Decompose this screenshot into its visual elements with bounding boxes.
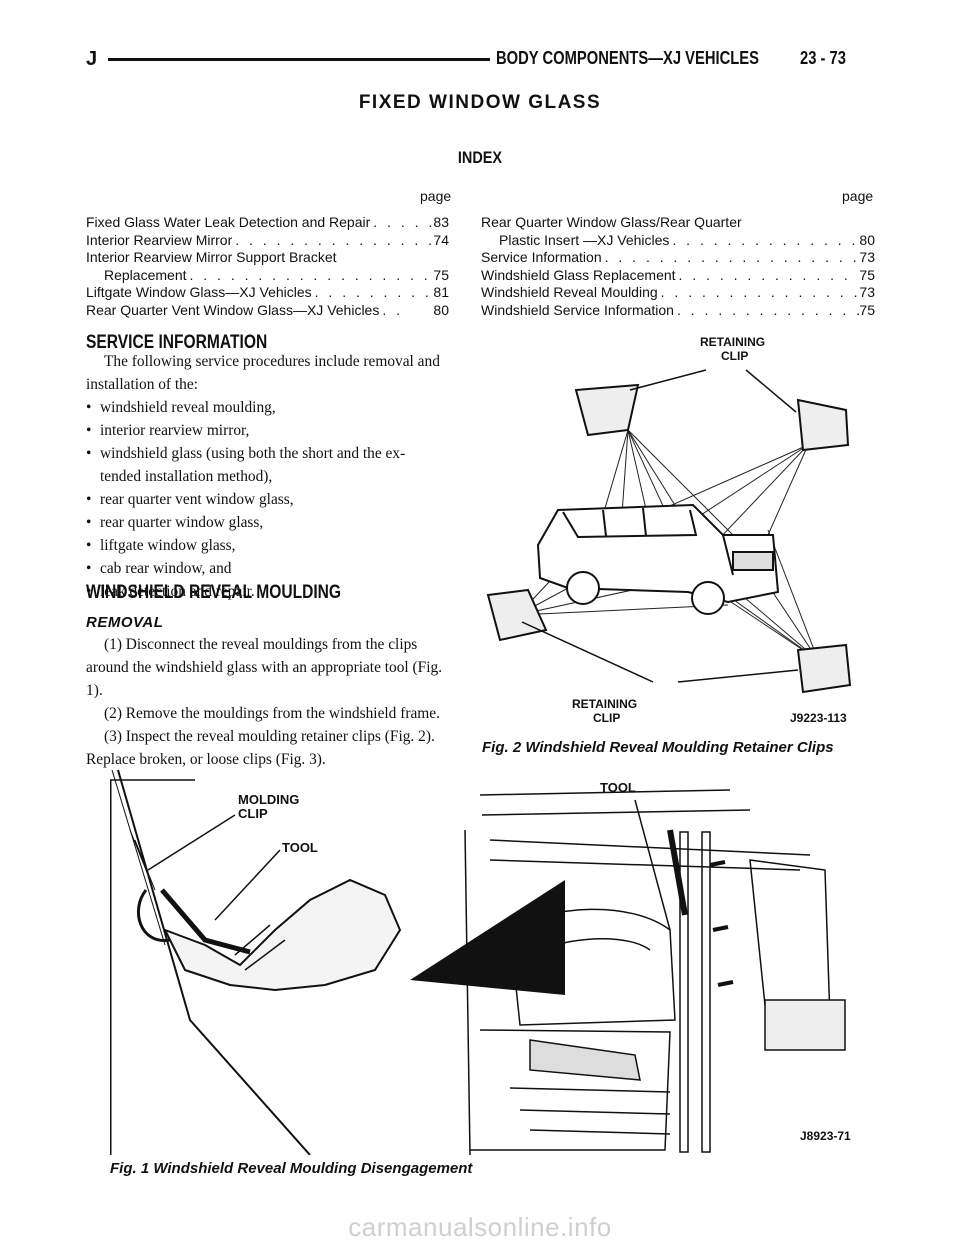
index-entry[interactable]: Service Information. . . . . . . . . . .… [481, 249, 875, 265]
bullet-item: cab rear window, and [86, 557, 450, 580]
index-entry[interactable]: Rear Quarter Vent Window Glass—XJ Vehicl… [86, 301, 449, 318]
index-right-column: Rear Quarter Window Glass/Rear Quarter P… [481, 214, 875, 319]
service-info-heading: SERVICE INFORMATION [86, 332, 268, 353]
watermark: carmanualsonline.info [348, 1212, 612, 1242]
fig1-code: J8923-71 [800, 1129, 851, 1143]
fig1-caption: Fig. 1 Windshield Reveal Moulding Diseng… [110, 1160, 473, 1177]
fig1-illustration: MOLDING CLIP TOOL TOOL J8923-71 [110, 770, 880, 1155]
fig2-caption: Fig. 2 Windshield Reveal Moulding Retain… [482, 739, 834, 756]
header-rule [108, 58, 490, 61]
fig1-label-molding: MOLDING [238, 792, 299, 807]
reveal-moulding-heading: WINDSHIELD REVEAL MOULDING [86, 582, 342, 603]
page-title: FIXED WINDOW GLASS [358, 92, 602, 113]
index-entry[interactable]: Interior Rearview Mirror. . . . . . . . … [86, 231, 449, 248]
fig2-label-clip-top: CLIP [721, 349, 748, 363]
removal-subheading: REMOVAL [86, 614, 164, 631]
bullet-item: windshield glass (using both the short a… [86, 442, 450, 488]
index-entry-continued[interactable]: Plastic Insert —XJ Vehicles. . . . . . .… [499, 231, 875, 248]
index-entry[interactable]: Liftgate Window Glass—XJ Vehicles. . . .… [86, 284, 449, 300]
bullet-item: windshield reveal moulding, [86, 396, 450, 419]
fig1-label-clip: CLIP [238, 806, 268, 821]
index-entry[interactable]: Windshield Glass Replacement. . . . . . … [481, 266, 875, 283]
index-entry[interactable]: Rear Quarter Window Glass/Rear Quarter [481, 214, 742, 230]
procedure-step: (2) Remove the mouldings from the windsh… [104, 705, 440, 722]
index-entry-continued[interactable]: Replacement. . . . . . . . . . . . . . .… [104, 266, 449, 283]
index-left-column: Fixed Glass Water Leak Detection and Rep… [86, 214, 449, 319]
index-heading: INDEX [457, 148, 503, 167]
bullet-item: rear quarter window glass, [86, 511, 450, 534]
index-entry[interactable]: Windshield Reveal Moulding. . . . . . . … [481, 284, 875, 300]
bullet-item: interior rearview mirror, [86, 419, 450, 442]
removal-steps: (1) Disconnect the reveal mouldings from… [86, 633, 450, 771]
index-entry[interactable]: Windshield Service Information. . . . . … [481, 301, 875, 318]
index-page-label-right: page [842, 188, 874, 204]
fig2-label-retaining-top: RETAINING [700, 335, 765, 349]
header-section-title: BODY COMPONENTS—XJ VEHICLES [496, 48, 760, 68]
fig1-label-tool-left: TOOL [282, 840, 318, 855]
procedure-step: (1) Disconnect the reveal mouldings from… [86, 636, 443, 699]
bullet-item: rear quarter vent window glass, [86, 488, 450, 511]
service-info-body: The following service procedures include… [86, 350, 450, 603]
index-entry[interactable]: Fixed Glass Water Leak Detection and Rep… [86, 214, 449, 230]
service-info-intro: The following service procedures include… [86, 353, 440, 393]
fig2-illustration: RETAINING CLIP RETAINING CLIP J9223-113 [478, 330, 878, 730]
fig2-label-retaining-bottom: RETAINING [572, 697, 637, 711]
procedure-step: (3) Inspect the reveal moulding retainer… [86, 728, 435, 768]
fig2-label-clip-bottom: CLIP [593, 711, 620, 725]
index-page-label-left: page [420, 188, 452, 204]
bullet-item: leak detection and repair. [86, 580, 450, 603]
bullet-item: liftgate window glass, [86, 534, 450, 557]
index-entry[interactable]: Interior Rearview Mirror Support Bracket [86, 249, 337, 265]
header-page-number: 23 - 73 [800, 48, 846, 68]
fig1-label-tool-right: TOOL [600, 780, 636, 795]
header-letter: J [86, 48, 98, 70]
fig2-code: J9223-113 [790, 711, 847, 725]
